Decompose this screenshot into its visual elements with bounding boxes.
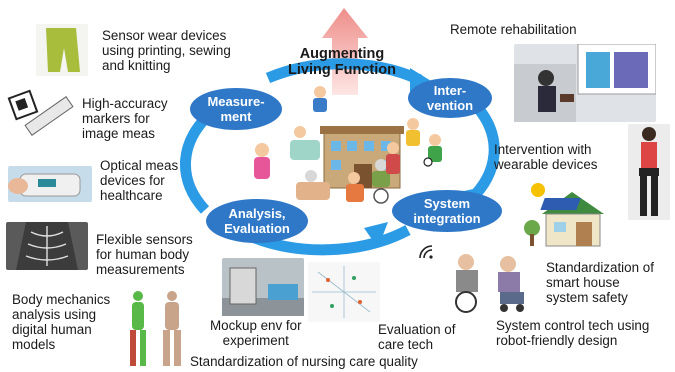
label-system-control: System control tech using robot-friendly…	[496, 318, 650, 348]
label-sensor-wear: Sensor wear devices using printing, sewi…	[102, 28, 231, 73]
label-optical: Optical meas devices for healthcare	[100, 158, 179, 203]
node-system-integration: System integration	[392, 190, 502, 232]
digital-human-models	[118, 288, 194, 370]
node-intervention: Inter- vention	[408, 78, 492, 118]
label-flexible: Flexible sensors for human body measurem…	[96, 232, 193, 277]
optical-device-photo	[8, 166, 92, 202]
node-measurement: Measure- ment	[190, 88, 282, 130]
wearable-device-photo	[628, 124, 670, 220]
label-smart-house: Standardization of smart house system sa…	[546, 260, 654, 305]
robot-wheelchair-illustration	[444, 252, 534, 314]
label-mockup: Mockup env for experiment	[210, 318, 302, 348]
remote-rehab-photo	[514, 44, 656, 122]
node-analysis: Analysis, Evaluation	[206, 199, 308, 243]
care-tech-chart	[308, 262, 380, 322]
label-eval-care: Evaluation of care tech	[378, 322, 456, 352]
center-title: Augmenting Living Function	[288, 46, 396, 78]
markers-photo	[6, 88, 76, 146]
mockup-env-photo	[222, 258, 304, 316]
label-body-mechanics: Body mechanics analysis using digital hu…	[12, 292, 111, 352]
wifi-icon	[418, 244, 434, 260]
label-remote-rehab: Remote rehabilitation	[450, 22, 577, 37]
label-nursing-quality: Standardization of nursing care quality	[190, 354, 418, 369]
sensor-wear-photo	[36, 24, 88, 76]
people-figures	[254, 86, 442, 204]
augment-up-arrow	[322, 8, 368, 95]
label-wearable: Intervention with wearable devices	[494, 142, 598, 172]
label-markers: High-accuracy markers for image meas	[82, 96, 168, 141]
flexible-sensor-photo	[6, 222, 88, 270]
smart-house-illustration	[524, 178, 610, 250]
